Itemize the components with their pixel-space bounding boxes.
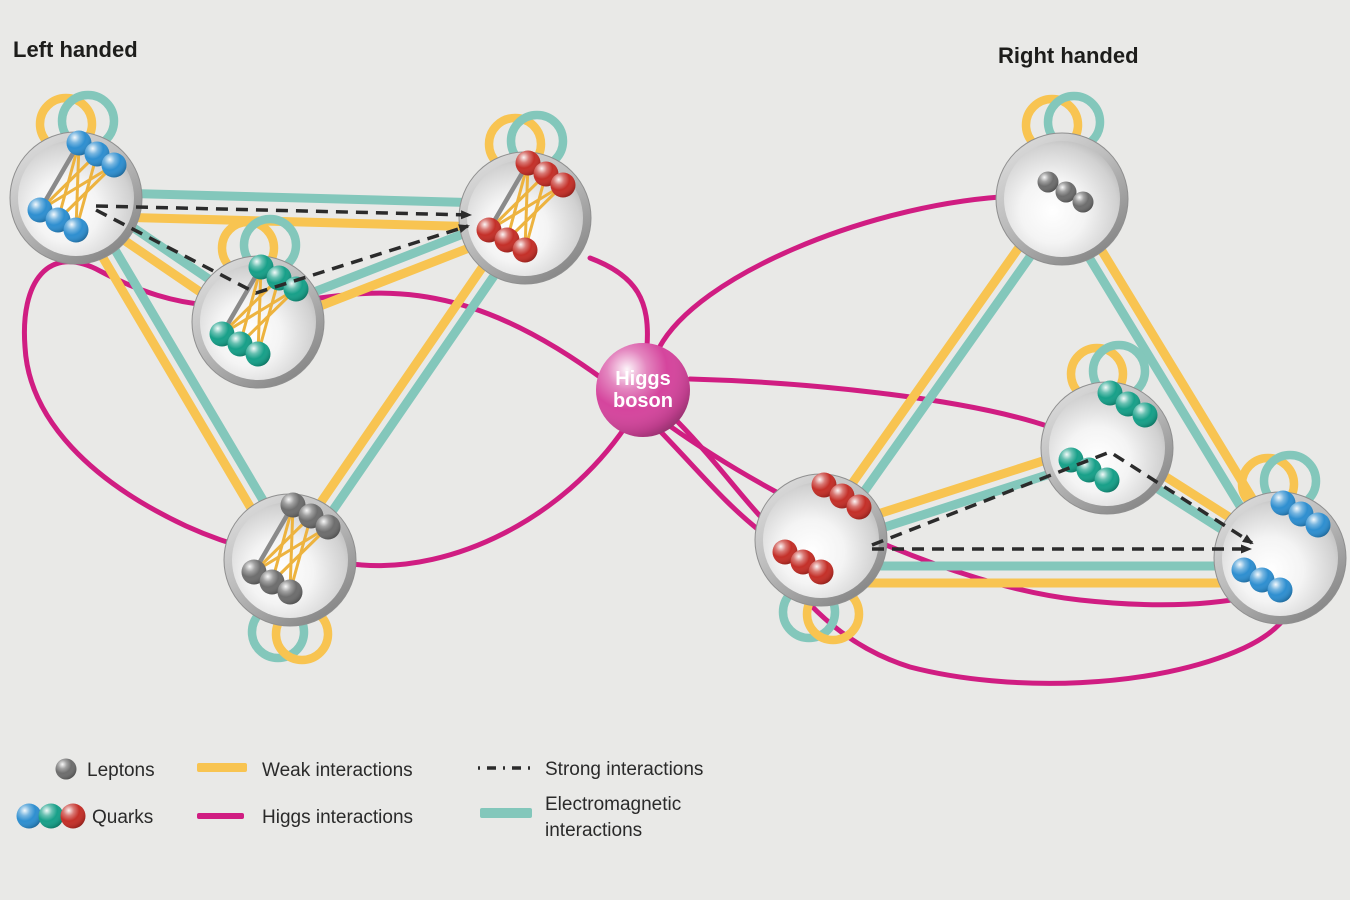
higgs-curve-to-left-red-quarks: [587, 255, 650, 349]
em-edge-left-blue-red: [71, 187, 530, 209]
legend-higgs-label: Higgs interactions: [262, 807, 413, 828]
legend: Leptons Quarks Weak interactions Higgs i…: [16, 758, 703, 841]
sphere-right-leptons: [995, 132, 1129, 266]
right-handed-title: Right handed: [998, 43, 1139, 68]
legend-electromagnetic: Electromagnetic interactions: [480, 794, 681, 841]
legend-strong: Strong interactions: [478, 759, 703, 780]
legend-quark-ball-red: [60, 803, 86, 829]
higgs-curve-to-right-red-quarks: [674, 418, 763, 519]
weak-edge-right-leptons-red: [810, 190, 1061, 541]
strong-edge-left-via-green: [95, 208, 470, 295]
sphere-left-leptons: [223, 492, 357, 627]
strong-edge-right-via-green: [871, 450, 1254, 547]
higgs-label-line1: Higgs: [615, 368, 671, 390]
legend-lepton-ball: [55, 758, 77, 780]
legend-quarks: Quarks: [16, 803, 153, 829]
higgs-curve-to-right-green-quarks: [687, 376, 1053, 430]
legend-higgs: Higgs interactions: [197, 807, 413, 828]
legend-weak-swatch: [197, 763, 247, 772]
sphere-left-green-quarks: [191, 254, 325, 389]
legend-em-swatch: [480, 808, 532, 818]
em-edge-left-red-leptons: [291, 217, 536, 569]
weak-edge-left-blue-red: [71, 211, 530, 233]
em-edge-left-blue-leptons: [77, 189, 301, 561]
strong-edge-left-direct: [95, 204, 472, 220]
higgs-boson-node: Higgs boson: [596, 343, 690, 437]
sphere-left-blue-quarks: [9, 130, 143, 265]
strong-interaction-paths: [95, 204, 1254, 554]
weak-edge-left-red-leptons: [279, 209, 524, 561]
left-handed-title: Left handed: [13, 37, 138, 62]
weak-edge-right-leptons-blue: [1063, 190, 1291, 559]
legend-quark-ball-green: [38, 803, 64, 829]
em-edge-right-leptons-red: [822, 198, 1073, 549]
weak-edge-left-blue-leptons: [65, 197, 289, 569]
sphere-left-red-quarks: [458, 150, 592, 285]
legend-higgs-swatch: [197, 813, 244, 819]
sphere-right-green-quarks: [1040, 380, 1174, 515]
legend-quark-ball-blue: [16, 803, 42, 829]
legend-leptons: Leptons: [55, 758, 155, 781]
legend-quarks-label: Quarks: [92, 807, 153, 828]
sphere-right-red-quarks: [754, 472, 888, 607]
legend-leptons-label: Leptons: [87, 760, 155, 781]
higgs-curve-to-right-leptons: [656, 194, 1003, 351]
higgs-boson-shade: [596, 343, 690, 437]
legend-em-label-line1: Electromagnetic: [545, 794, 681, 815]
sphere-right-blue-quarks: [1213, 490, 1347, 625]
legend-em-label-line2: interactions: [545, 820, 642, 841]
legend-weak-label: Weak interactions: [262, 760, 413, 781]
higgs-label-line2: boson: [613, 390, 673, 412]
em-edge-right-leptons-blue: [1051, 198, 1279, 567]
legend-weak: Weak interactions: [197, 760, 413, 781]
legend-strong-label: Strong interactions: [545, 759, 703, 780]
